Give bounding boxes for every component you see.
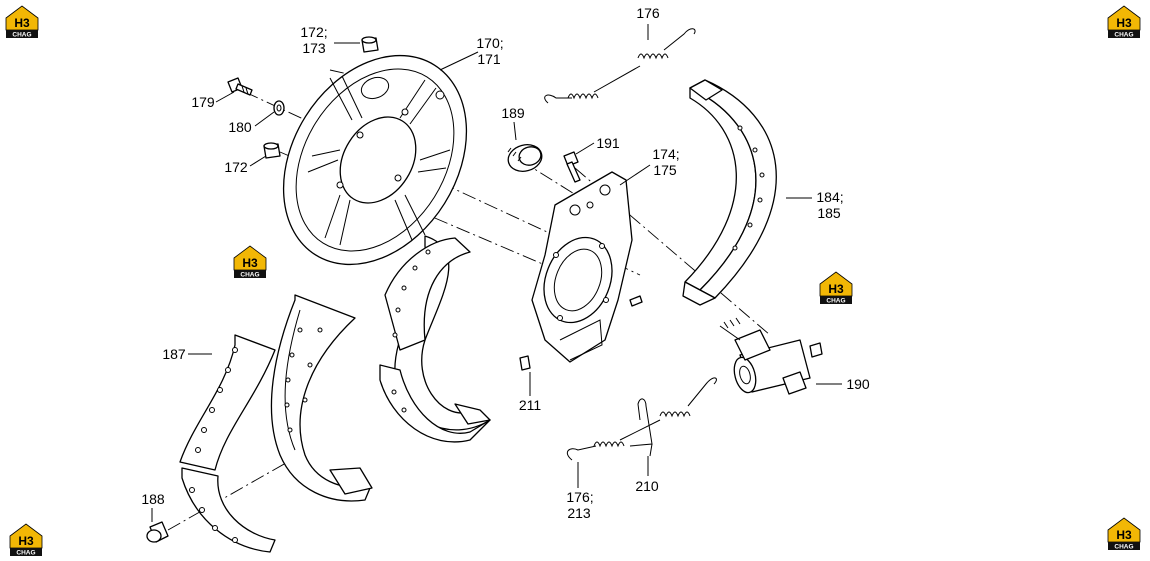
anchor-bracket-174-175 (531, 171, 633, 363)
label-174-175-line1: 174; (652, 146, 679, 162)
bolt-179 (227, 77, 253, 96)
brand-logo-bottom-left (9, 523, 43, 556)
label-184-185-line2: 185 (817, 205, 841, 221)
label-176-213-line2: 213 (567, 505, 591, 521)
spring-176-213-lower (566, 377, 717, 461)
plug-172 (263, 142, 281, 159)
brand-logo-left-middle (233, 245, 267, 278)
label-176-213-line1: 176; (566, 489, 593, 505)
brand-logo-top-right (1107, 5, 1141, 38)
brand-logo-bottom-right (1107, 517, 1141, 550)
label-210: 210 (635, 478, 659, 494)
bushing-188 (146, 521, 169, 543)
washer-180 (273, 100, 285, 116)
label-176-top: 176 (636, 5, 660, 21)
alignment-axes (167, 69, 771, 531)
label-187: 187 (162, 346, 186, 362)
brake-lining-187 (179, 334, 276, 471)
brake-shoe-left (270, 294, 373, 502)
label-180: 180 (228, 119, 252, 135)
label-191: 191 (596, 135, 620, 151)
part-labels: 176 172; 173 170; 171 179 180 172 189 19… (141, 5, 870, 521)
backing-plate (282, 54, 468, 266)
spring-176-top (544, 28, 696, 104)
label-170-171-line2: 171 (477, 51, 501, 67)
brake-shoe-184-185 (682, 79, 777, 306)
label-188: 188 (141, 491, 165, 507)
label-190: 190 (846, 376, 870, 392)
label-172-173-line1: 172; (300, 24, 327, 40)
label-172-173-line2: 173 (302, 40, 326, 56)
label-189: 189 (501, 105, 525, 121)
pin-211 (519, 295, 643, 371)
brand-logo-right-middle (819, 271, 853, 304)
brake-shoe-middle (379, 235, 491, 443)
leader-lines (151, 24, 842, 522)
rod-210 (629, 398, 653, 457)
label-211: 211 (519, 397, 542, 413)
label-184-185-line1: 184; (816, 189, 843, 205)
wheel-cylinder-190 (719, 317, 823, 395)
screw-191 (563, 151, 581, 183)
brake-lining-lower (181, 467, 276, 553)
brand-logo-top-left (5, 5, 39, 38)
label-174-175-line2: 175 (653, 162, 677, 178)
label-179: 179 (191, 94, 215, 110)
label-170-171-line1: 170; (476, 35, 503, 51)
plug-172-173 (361, 36, 379, 53)
label-172: 172 (224, 159, 248, 175)
adjuster-ring-189 (507, 144, 543, 172)
